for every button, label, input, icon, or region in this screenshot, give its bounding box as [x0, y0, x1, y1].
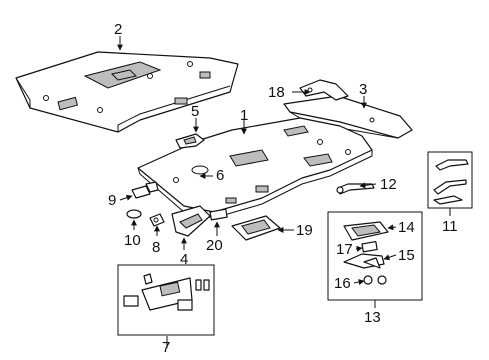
callout-1: 1: [240, 107, 248, 124]
callout-18: 18: [268, 84, 285, 101]
callout-17: 17: [336, 241, 353, 258]
clip-5: [175, 133, 205, 149]
callout-13: 13: [364, 309, 381, 326]
grab-handle-12: [336, 183, 375, 195]
callout-19: 19: [296, 222, 313, 239]
callout-7: 7: [162, 339, 170, 356]
overhead-lamp-4: [171, 205, 211, 237]
lamp-lens-9: [131, 181, 159, 199]
callout-14: 14: [398, 219, 415, 236]
sunvisor-group-7: [117, 264, 215, 336]
callout-9: 9: [108, 192, 116, 209]
callout-15: 15: [398, 247, 415, 264]
headliner-panel-2: [15, 51, 239, 133]
headliner-panel-1: [137, 117, 373, 219]
callout-labels: 1 2 3 4 5 6 7 8 9 10 11 12 13 14 15 16 1…: [108, 21, 458, 356]
bracket-18: [299, 79, 349, 101]
callout-4: 4: [180, 251, 188, 268]
callout-5: 5: [191, 103, 199, 120]
clip-8: [149, 213, 165, 227]
leader-lines: [117, 36, 451, 348]
callout-11: 11: [442, 218, 458, 235]
console-tray-19: [231, 215, 281, 241]
bulb-20: [209, 208, 228, 221]
console-group-13: [327, 211, 423, 301]
callout-16: 16: [334, 275, 351, 292]
callout-3: 3: [359, 81, 367, 98]
callout-2: 2: [114, 21, 122, 38]
callout-6: 6: [216, 167, 224, 184]
button-10: [126, 209, 142, 219]
callout-20: 20: [206, 237, 223, 254]
callout-12: 12: [380, 176, 397, 193]
callout-10: 10: [124, 232, 141, 249]
handles-group-11: [427, 151, 473, 209]
callout-8: 8: [152, 239, 160, 256]
